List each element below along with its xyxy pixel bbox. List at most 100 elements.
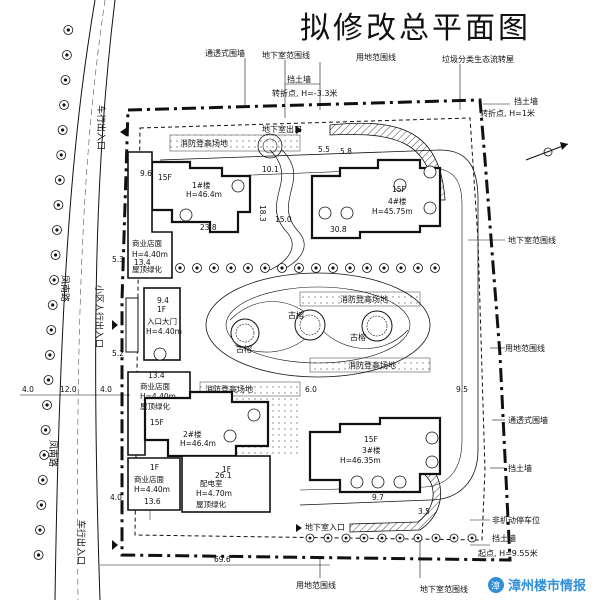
underground-exit-arrow: [296, 126, 302, 134]
road-tree-core: [42, 453, 46, 457]
label-start-point: 起点, H=9.55米: [478, 548, 538, 558]
garden-tree-core: [399, 266, 403, 270]
label-site-line-right: 用地范围线: [505, 343, 545, 353]
garden-tree-core: [331, 266, 335, 270]
site-boundary: [120, 98, 512, 562]
dim-9-4: 9.4: [157, 296, 169, 305]
label-retaining-bottom: 挡土墙: [492, 533, 516, 543]
dim-26-1: 26.1: [215, 471, 232, 480]
garden-path-top: [269, 149, 293, 271]
power-floors: 1F: [222, 465, 231, 474]
fire-site-low-area: [309, 357, 431, 373]
road-tree-core: [56, 203, 60, 207]
label-fire-site-low: 消防登高场地: [348, 360, 396, 370]
gate-floors: 1F: [157, 305, 166, 314]
road-tree-core: [61, 128, 65, 132]
vehicle-entry-arrow-bottom: [112, 540, 118, 550]
label-fire-site-top: 消防登高场地: [180, 138, 228, 148]
garden-tree-core: [297, 266, 301, 270]
dim-9-6: 9.6: [140, 169, 152, 178]
bottom-tree-core: [380, 536, 384, 540]
b4-floors: 15F: [392, 185, 406, 194]
road-edge-right: [95, 0, 116, 601]
dim-3-5: 3.5: [418, 507, 430, 516]
round-pavilion: [257, 133, 283, 159]
leader-lines: [244, 58, 510, 578]
garden-path-top-b: [281, 149, 305, 271]
bottom-tree-core: [326, 536, 330, 540]
garden-tree-core: [382, 266, 386, 270]
gate-name: 入口大门: [147, 316, 177, 326]
dim-4-0c: 4.0: [110, 493, 122, 502]
shop-low-floors: 1F: [150, 463, 159, 472]
ancient-tree-b: [294, 309, 326, 341]
road-tree-core: [45, 403, 49, 407]
dim-12-0: 12.0: [60, 385, 77, 394]
garden-tree-core: [433, 266, 437, 270]
dim-5-3: 5.3: [112, 255, 124, 264]
dim-23-8: 23.8: [200, 223, 217, 232]
bottom-tree-core: [470, 536, 474, 540]
bottom-tree-core: [434, 536, 438, 540]
dim-5-2: 5.2: [112, 349, 124, 358]
ancient-tree-c: [361, 310, 393, 342]
fire-site-mid-area: [299, 291, 421, 307]
round-pavilion-inner: [262, 138, 278, 154]
label-enclosure-top: 通透式围墙: [205, 48, 245, 58]
garden-tree-core: [263, 266, 267, 270]
unit-badges: [153, 165, 439, 489]
shop-low-name: 商业店面: [134, 474, 164, 484]
dim-4-0b: 4.0: [100, 385, 112, 394]
underground-entrance-arrow: [296, 524, 302, 532]
north-arrow-icon: [525, 142, 569, 161]
label-underground-entrance: 地下室入口: [305, 522, 345, 532]
label-bike-parking: 非机动停车位: [492, 515, 540, 525]
internal-road: [159, 149, 479, 506]
label-tree-c: 古榕: [350, 332, 366, 342]
tree-row-lower: [305, 533, 477, 543]
b2-height: H=46.4m: [180, 439, 216, 448]
b1-height: H=46.4m: [186, 190, 222, 199]
label-fire-site-mid: 消防登高场地: [340, 294, 388, 304]
ped-entry-arrow: [112, 320, 118, 330]
b1-name: 1#楼: [192, 180, 211, 190]
shop-low-height: H=4.40m: [134, 485, 170, 494]
label-underground-exit: 地下室出口: [262, 124, 302, 134]
power-roof: 屋顶绿化: [196, 499, 226, 509]
road-tree-core: [46, 378, 51, 382]
road-trees: [33, 25, 74, 560]
svg-text:漳: 漳: [491, 580, 500, 592]
road-tree-core: [58, 178, 62, 182]
road-tree-core: [39, 503, 43, 507]
watermark-text: 漳州楼市情报: [507, 579, 586, 594]
power-name: 配电室: [200, 478, 223, 488]
road-tree-core: [55, 228, 59, 232]
garden-oval-inner: [225, 286, 411, 364]
building-2: [143, 390, 270, 458]
label-turn-point-a: 转折点, H=-3.3米: [272, 88, 337, 98]
label-road-left: 凤南路: [59, 275, 71, 302]
b3-height: H=46.35m: [340, 456, 381, 465]
label-underground-line-right: 地下室范围线: [508, 235, 556, 245]
dim-6-0: 6.0: [305, 385, 317, 394]
dim-18-3: 18.3: [258, 205, 267, 222]
dim-10-1: 10.1: [262, 165, 279, 174]
road-tree-core: [36, 553, 41, 557]
shop-upper-name: 商业店面: [132, 238, 162, 248]
vehicle-entry-arrow-top: [120, 128, 126, 136]
road-tree-core: [49, 328, 53, 332]
shop-upper-height: H=4.40m: [132, 250, 168, 259]
label-vehicle-entry-top: 车行出入口: [95, 105, 107, 150]
dim-13-4b: 13.4: [148, 371, 165, 380]
page-title: 拟修改总平面图: [300, 11, 531, 46]
b2-floors: 15F: [150, 418, 164, 427]
label-tree-a: 古榕: [236, 344, 252, 354]
shop-mid-roof: 屋顶绿化: [140, 401, 170, 411]
shop-upper-roof: 屋顶绿化: [132, 264, 162, 274]
garden-tree-core: [416, 266, 420, 270]
tree-row-upper: [175, 263, 440, 273]
label-road-left-2: 凤南路: [47, 440, 59, 467]
watermark-logo-icon: 漳: [487, 576, 504, 593]
